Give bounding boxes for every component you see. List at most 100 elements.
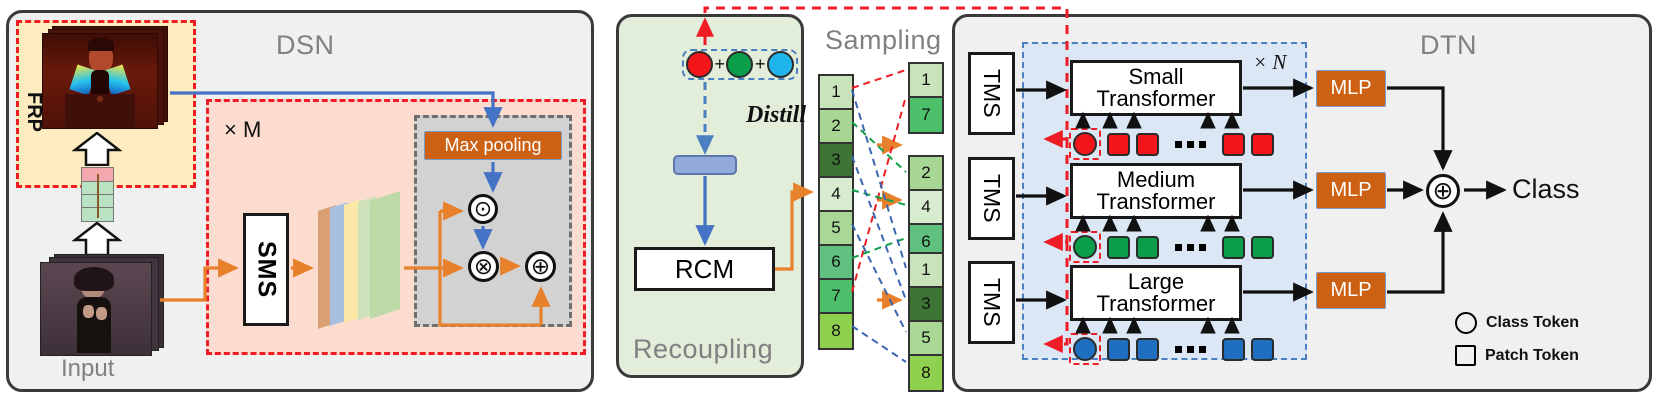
legend-class-token: Class Token <box>1455 312 1579 334</box>
dtn-title: DTN <box>1420 30 1477 60</box>
tms-block-small: TMS <box>968 52 1015 135</box>
patch-token <box>1222 337 1245 361</box>
patch-token <box>1251 235 1274 259</box>
tms-block-medium: TMS <box>968 157 1015 240</box>
mlp-small: MLP <box>1316 70 1386 107</box>
medium-token-row <box>1069 231 1274 263</box>
frame-cell: 1 <box>820 76 852 110</box>
patch-token <box>1107 132 1130 156</box>
patch-token <box>1136 235 1159 259</box>
mlp-medium: MLP <box>1316 172 1386 209</box>
plus-sign-2: + <box>754 54 766 74</box>
small-transformer-line2: Transformer <box>1096 86 1216 111</box>
patch-token <box>1222 235 1245 259</box>
add-symbol-dsn: ⊕ <box>530 253 551 279</box>
class-token <box>1073 235 1097 259</box>
class-token-wrapper <box>1069 128 1101 160</box>
feature-map-stack <box>318 191 404 332</box>
distill-label: Distill <box>746 102 807 128</box>
medium-transformer-line2: Transformer <box>1096 189 1216 214</box>
sampled-frame-cell: 5 <box>910 322 942 356</box>
frame-cell: 2 <box>820 110 852 144</box>
fusion-operator: ⊕ <box>1426 174 1460 208</box>
dtn-repeat-label: × N <box>1253 50 1287 74</box>
legend-patch-token-label: Patch Token <box>1485 346 1579 364</box>
tms-label-medium: TMS <box>979 174 1005 223</box>
fusion-symbol: ⊕ <box>1432 176 1454 205</box>
sampling-title: Sampling <box>825 25 942 55</box>
mlp-medium-label: MLP <box>1330 179 1372 201</box>
frp-label: FRP <box>23 92 45 132</box>
rcm-block: RCM <box>634 247 775 291</box>
sampled-frame-cell: 1 <box>910 64 942 98</box>
patch-token <box>1136 337 1159 361</box>
class-output-label: Class <box>1512 174 1580 204</box>
medium-transformer-line1: Medium <box>1116 167 1196 192</box>
multiply-operator: ⊗ <box>468 251 499 282</box>
large-transformer-block: Large Transformer <box>1070 265 1242 321</box>
large-transformer-line2: Transformer <box>1096 291 1216 316</box>
patch-token <box>1251 337 1274 361</box>
sampled-frame-cell: 7 <box>910 98 942 132</box>
mlp-large: MLP <box>1316 272 1386 309</box>
frame-cell: 5 <box>820 212 852 246</box>
large-transformer-line1: Large <box>1127 269 1185 294</box>
legend: Class Token Patch Token <box>1455 312 1579 366</box>
legend-class-token-label: Class Token <box>1486 314 1580 331</box>
class-token-icon <box>1455 312 1477 334</box>
sampled-frame-cell: 4 <box>910 191 942 225</box>
patch-token <box>1136 132 1159 156</box>
hadamard-symbol: ⊙ <box>473 196 493 221</box>
frp-heatmap-stack <box>42 26 168 130</box>
recoupling-title: Recoupling <box>633 334 774 364</box>
class-token <box>1073 337 1097 361</box>
input-video-stack <box>40 254 170 356</box>
large-class-token-circle <box>766 51 794 78</box>
ellipsis <box>1175 140 1206 148</box>
mlp-large-label: MLP <box>1330 279 1372 301</box>
frame-cell: 6 <box>820 246 852 280</box>
add-operator-dsn: ⊕ <box>525 251 556 282</box>
small-class-token-circle <box>686 51 713 78</box>
tms-block-large: TMS <box>968 261 1015 344</box>
dsn-repeat-label: × M <box>224 117 262 142</box>
dsn-title: DSN <box>276 30 335 60</box>
class-token <box>1073 132 1097 156</box>
medium-transformer-block: Medium Transformer <box>1070 163 1242 219</box>
frame-cell: 4 <box>820 178 852 212</box>
sampled-frame-cell: 1 <box>910 254 942 288</box>
input-label: Input <box>61 355 115 382</box>
frame-cell: 8 <box>820 314 852 348</box>
sms-label: SMS <box>252 240 281 299</box>
patch-token <box>1251 132 1274 156</box>
legend-patch-token: Patch Token <box>1455 345 1579 366</box>
frp-feature-matrix <box>81 167 114 222</box>
mlp-small-label: MLP <box>1330 77 1372 99</box>
frame-cell: 7 <box>820 280 852 314</box>
sampled-frame-cell: 2 <box>910 157 942 191</box>
multiply-symbol: ⊗ <box>473 253 494 279</box>
recoupling-token-row: + + <box>686 51 794 78</box>
sms-block: SMS <box>243 213 289 326</box>
class-token-wrapper <box>1069 231 1101 263</box>
tms-label-small: TMS <box>979 69 1005 118</box>
sampled-frame-cell: 3 <box>910 288 942 322</box>
patch-token <box>1107 235 1130 259</box>
patch-token <box>1107 337 1130 361</box>
projection-block <box>673 155 737 175</box>
tms-label-large: TMS <box>979 278 1005 327</box>
small-transformer-block: Small Transformer <box>1070 60 1242 116</box>
sampled-frame-cell: 8 <box>910 356 942 390</box>
patch-token <box>1222 132 1245 156</box>
ellipsis <box>1175 345 1206 353</box>
medium-class-token-circle <box>726 51 754 78</box>
large-token-row <box>1069 333 1274 365</box>
rcm-label: RCM <box>674 254 735 284</box>
hadamard-operator: ⊙ <box>468 194 498 224</box>
small-token-row <box>1069 128 1274 160</box>
